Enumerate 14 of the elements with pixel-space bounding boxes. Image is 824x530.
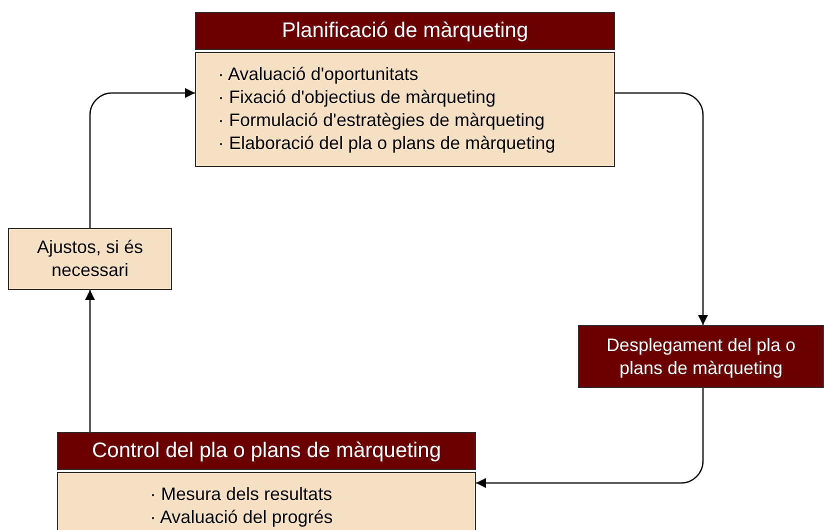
arrow	[89, 88, 195, 228]
list-item: · Formulació d'estratègies de màrqueting	[218, 109, 545, 132]
list-item: · Fixació d'objectius de màrqueting	[218, 86, 496, 109]
list-item: · Mesura dels resultats	[150, 483, 332, 506]
arrow	[615, 92, 708, 325]
process-box: Desplegament del pla o plans de màrqueting	[578, 325, 824, 388]
process-box: Ajustos, si és necessari	[8, 228, 172, 290]
arrow	[476, 388, 704, 488]
list-item: · Avaluació d'oportunitats	[218, 63, 418, 86]
heading-band: Control del pla o plans de màrqueting	[57, 432, 476, 470]
list-item: · Avaluació del progrés	[150, 506, 333, 529]
arrow	[85, 290, 95, 432]
heading-band: Planificació de màrqueting	[195, 12, 615, 50]
list-item: · Elaboració del pla o plans de màrqueting	[218, 132, 556, 155]
